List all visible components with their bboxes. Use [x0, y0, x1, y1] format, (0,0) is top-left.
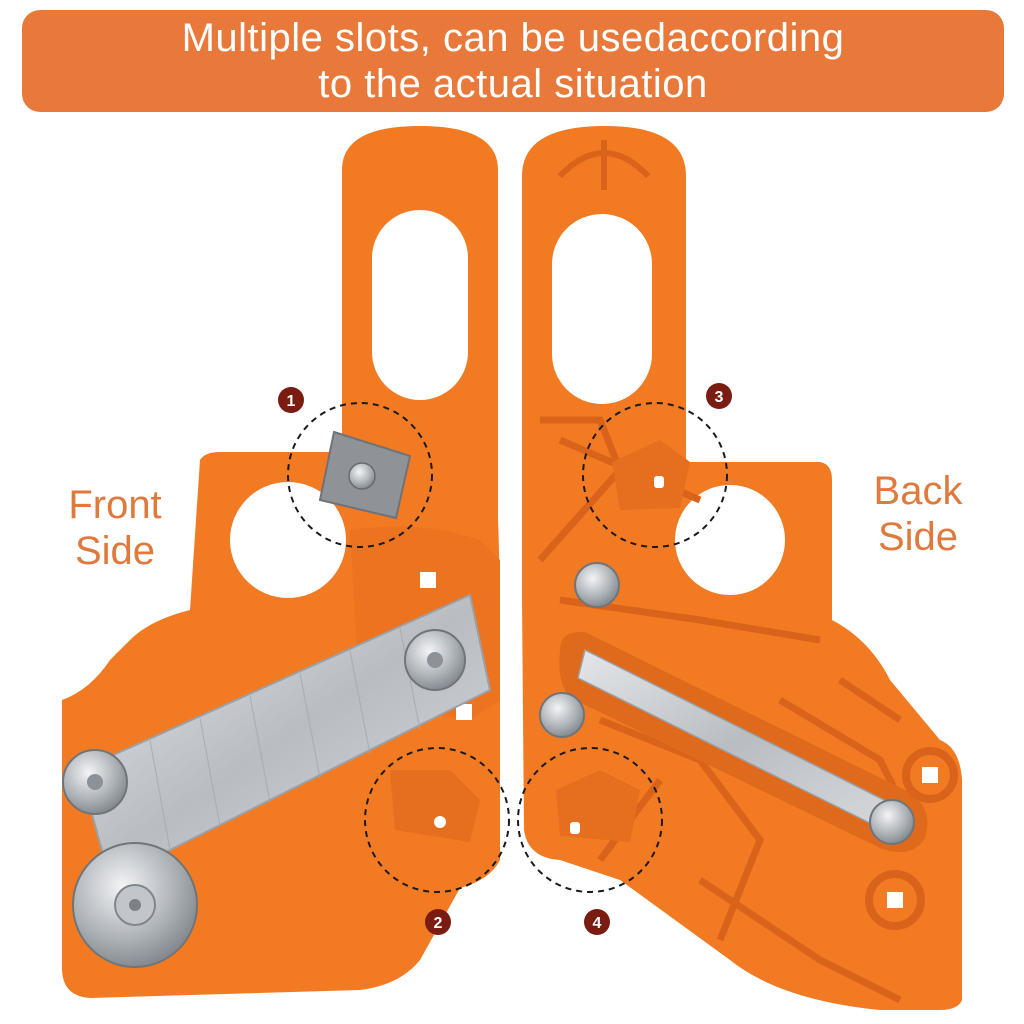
headline-line-1: Multiple slots, can be usedaccording	[181, 16, 845, 60]
front-small-square-2	[456, 704, 472, 720]
marker-badges: 1 2 3 4	[278, 383, 732, 935]
marker-badge-1: 1	[278, 387, 304, 413]
front-slot-2-notch	[390, 770, 480, 842]
front-side-tool	[62, 126, 500, 998]
back-label-line-2: Side	[877, 515, 959, 559]
front-large-hole	[230, 482, 346, 598]
back-side-label: Back Side	[858, 468, 978, 560]
front-bolt-large-center	[129, 899, 141, 911]
marker-badge-4: 4	[584, 909, 610, 935]
front-small-square-1	[420, 572, 436, 588]
front-slot-2-hole	[434, 816, 446, 828]
back-ring-1	[902, 747, 958, 803]
front-label-line-2: Side	[74, 529, 156, 573]
back-top-slot	[552, 214, 652, 404]
back-ring-2	[865, 870, 925, 930]
front-scraper-screw	[348, 462, 376, 490]
back-bolt-1	[574, 562, 620, 608]
marker-4-text: 4	[593, 915, 602, 932]
headline-banner: Multiple slots, can be usedaccording to …	[22, 10, 1004, 112]
blade-score-lines	[149, 627, 421, 851]
marker-badge-3: 3	[706, 383, 732, 409]
back-ring-1-square	[922, 767, 938, 783]
callout-circle-2	[364, 747, 510, 893]
front-label-line-1: Front	[68, 483, 162, 527]
callout-circle-3	[582, 402, 728, 548]
front-bolt-left-center	[87, 774, 103, 790]
back-slot-4-hole	[570, 822, 580, 834]
front-snap-blade	[78, 593, 492, 882]
back-large-hole	[675, 485, 785, 595]
back-label-line-1: Back	[873, 469, 963, 513]
front-bolt-top-center	[427, 652, 443, 668]
marker-2-text: 2	[434, 915, 443, 932]
front-top-slot	[372, 210, 468, 400]
callout-circles	[287, 402, 728, 893]
headline-line-2: to the actual situation	[318, 62, 708, 106]
callout-circle-1	[287, 402, 433, 548]
back-bolt-3	[869, 799, 915, 845]
back-side-tool	[522, 126, 962, 1010]
front-side-label: Front Side	[50, 482, 180, 574]
marker-1-text: 1	[287, 393, 296, 410]
back-bolt-2	[539, 692, 585, 738]
marker-badge-2: 2	[425, 909, 451, 935]
back-ring-2-square	[887, 892, 903, 908]
callout-circle-4	[517, 747, 663, 893]
back-slot-3-notch	[612, 440, 690, 510]
marker-3-text: 3	[715, 389, 724, 406]
back-slot-3-hole	[654, 476, 664, 488]
